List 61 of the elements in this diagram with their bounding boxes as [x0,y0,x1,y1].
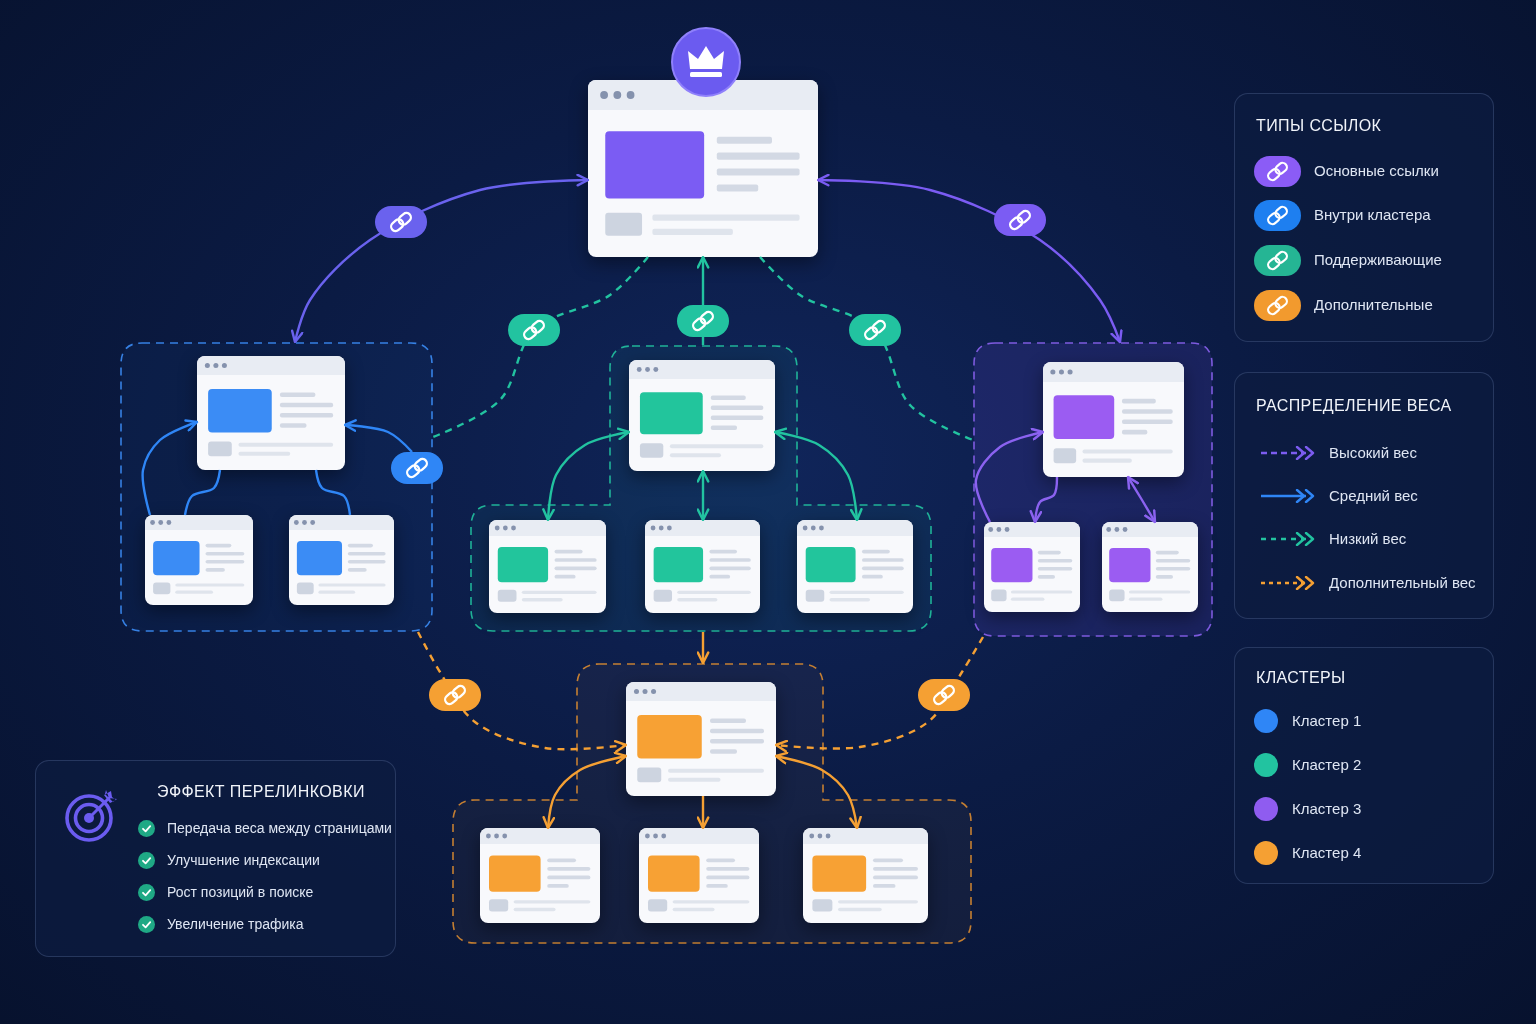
legend-label: Средний вес [1329,486,1418,506]
arrow [1126,475,1157,524]
panel-heading: ЭФФЕКТ ПЕРЕЛИНКОВКИ [157,782,365,802]
arrow [696,469,710,522]
webpage-mockup [629,360,775,471]
webpage-mockup [289,515,394,605]
legend-label: Кластер 3 [1292,799,1362,819]
legend-label: Внутри кластера [1314,205,1431,225]
webpage-mockup [797,520,913,613]
arrow [816,173,1123,344]
legend-label: Дополнительный вес [1329,573,1476,593]
panel-heading: КЛАСТЕРЫ [1256,668,1346,688]
arrow [141,419,199,516]
legend-label: Высокий вес [1329,443,1417,463]
webpage-mockup [197,356,345,470]
arrow [774,636,985,753]
cluster-area [452,663,972,944]
panel-heading: ТИПЫ ССЫЛОК [1256,116,1382,136]
cluster-area [973,342,1213,637]
benefit-item: Увеличение трафика [167,915,304,934]
arrow [774,751,862,830]
connector-line [759,256,974,442]
legend-label: Поддерживающие [1314,250,1442,270]
webpage-mockup [1043,362,1184,477]
legend-panel [1234,647,1494,884]
webpage-mockup [803,828,928,923]
cluster-area [470,345,932,632]
webpage-mockup [1102,522,1198,612]
legend-panel [1234,93,1494,342]
legend-label: Кластер 2 [1292,755,1362,775]
legend-label: Дополнительные [1314,295,1433,315]
benefit-item: Рост позиций в поиске [167,883,314,902]
arrow [542,427,631,522]
webpage-mockup [639,828,759,923]
panel-heading: РАСПРЕДЕЛЕНИЕ ВЕСА [1256,396,1452,416]
legend-label: Кластер 1 [1292,711,1362,731]
benefit-item: Улучшение индексации [167,851,320,870]
webpage-mockup [984,522,1080,612]
arrow [542,751,628,830]
arrow [696,796,710,830]
cluster-area [120,342,433,632]
webpage-mockup [645,520,760,613]
webpage-mockup [626,682,776,796]
legend-panel [1234,372,1494,619]
connector-line [432,256,649,439]
arrow [974,427,1045,523]
arrow [1029,476,1059,524]
webpage-mockup [489,520,606,613]
webpage-mockup [145,515,253,605]
benefit-item: Передача веса между страницами [167,819,392,838]
info-panel [35,760,396,957]
webpage-mockup [480,828,600,923]
connector-line [314,469,352,516]
legend-label: Кластер 4 [1292,843,1362,863]
legend-label: Основные ссылки [1314,161,1439,181]
arrow [696,632,710,665]
arrow [773,427,863,522]
legend-label: Низкий вес [1329,529,1407,549]
arrow [343,419,413,453]
connector-line [183,469,222,516]
arrow [416,631,628,753]
